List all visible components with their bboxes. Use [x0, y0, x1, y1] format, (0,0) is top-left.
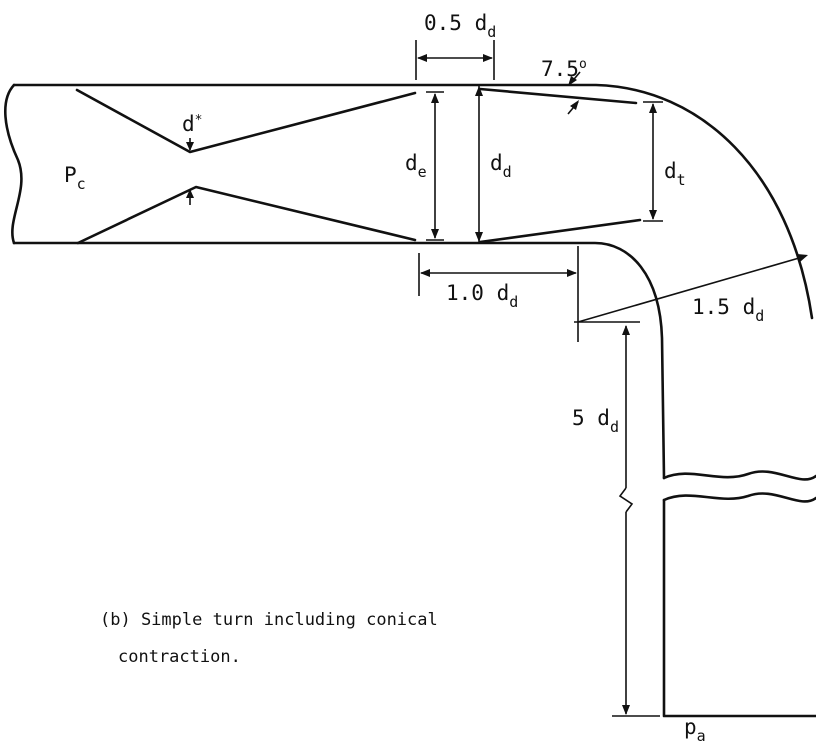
- throat-label: d*: [182, 112, 202, 136]
- exit-diameter-dimension: [426, 91, 444, 241]
- pipe-break-top: [662, 470, 816, 481]
- duct-length-dimension: [418, 246, 579, 342]
- vertical-length-dimension: [612, 325, 660, 717]
- pipe-lower-wall: [662, 498, 816, 718]
- contraction-upper-wall: [478, 87, 638, 105]
- caption-line-1: (b) Simple turn including conical: [100, 610, 438, 630]
- contraction-angle-dimension: [567, 71, 581, 115]
- throat-dimension: [186, 138, 194, 205]
- nozzle-upper-wall: [75, 88, 417, 154]
- contraction-diameter-label: dt: [664, 159, 686, 189]
- duct-diameter-dimension: [475, 86, 483, 242]
- contraction-diameter-dimension: [643, 101, 663, 222]
- chamber-pressure-label: Pc: [64, 163, 86, 193]
- half-duct-length-label: 0.5 dd: [424, 11, 496, 41]
- pipe-break-bottom: [662, 492, 816, 503]
- vertical-length-label: 5 dd: [572, 406, 619, 436]
- caption-line-2: contraction.: [118, 647, 241, 667]
- chamber-break-left: [4, 83, 23, 245]
- turn-radius-dimension: [574, 254, 808, 323]
- exit-diameter-label: de: [405, 151, 427, 181]
- turn-radius-label: 1.5 dd: [692, 295, 764, 325]
- duct-diameter-label: dd: [490, 151, 512, 181]
- duct-inner-wall: [12, 241, 666, 480]
- ambient-pressure-label: pa: [684, 715, 706, 745]
- half-duct-length-dimension: [415, 40, 495, 80]
- duct-outer-wall: [12, 83, 814, 320]
- contraction-angle-label: 7.5o: [541, 57, 587, 81]
- duct-length-label: 1.0 dd: [446, 281, 518, 311]
- contraction-lower-wall: [478, 218, 642, 244]
- nozzle-lower-wall: [76, 185, 417, 245]
